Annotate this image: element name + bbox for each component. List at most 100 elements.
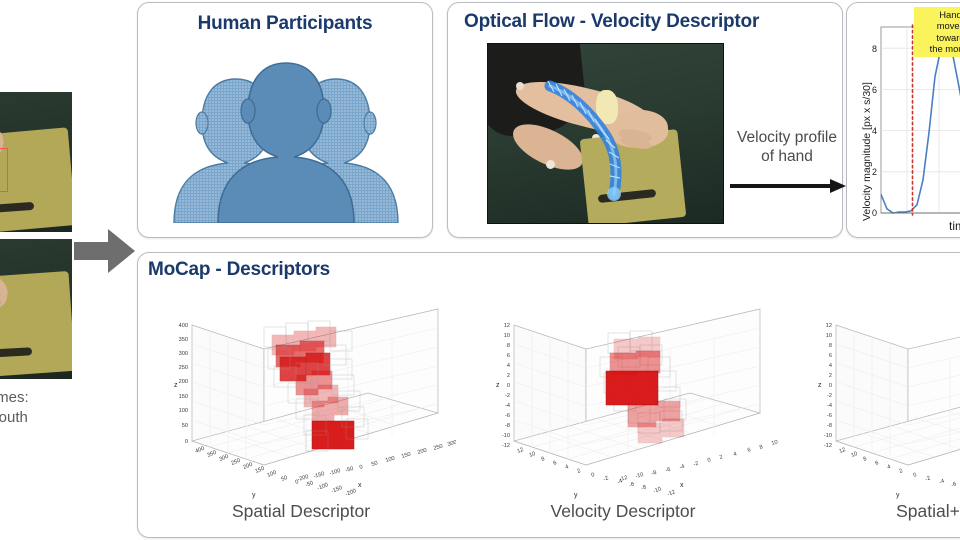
svg-text:150: 150 [255, 466, 266, 475]
svg-text:-50: -50 [345, 466, 354, 474]
sample-frames-caption: mple frames: wards mouth [0, 388, 72, 428]
svg-text:150: 150 [179, 394, 188, 400]
svg-text:-2: -2 [505, 393, 510, 399]
svg-text:-150: -150 [313, 471, 325, 480]
svg-text:4: 4 [887, 464, 892, 471]
plot-spatial-descriptor: 400 350 300 250 200 150 100 50 0 z 400 3… [174, 308, 456, 499]
svg-text:-2: -2 [603, 475, 610, 482]
panel-d-title: MoCap - Descriptors [148, 259, 331, 280]
svg-text:200: 200 [179, 379, 188, 385]
axis-y-ticks: 12 10 8 6 4 2 0 -2 -4 -6 -8 -10 -12 [839, 447, 958, 489]
cutting-board [0, 127, 72, 232]
optical-flow-video-frame [487, 43, 724, 224]
svg-text:0: 0 [872, 208, 877, 218]
axis-x-ticks: -12 -10 -8 -6 -4 -2 0 2 4 6 8 10 [619, 439, 778, 482]
svg-text:250: 250 [179, 365, 188, 371]
svg-text:-4: -4 [505, 403, 510, 409]
svg-text:250: 250 [231, 458, 242, 467]
svg-text:-8: -8 [651, 470, 657, 477]
three-people-silhouette-icon [173, 62, 399, 223]
svg-text:100: 100 [267, 470, 278, 479]
svg-text:10: 10 [826, 333, 832, 339]
velocity-chart-svg: 0 2 4 6 8 [872, 24, 960, 218]
svg-text:300: 300 [447, 440, 456, 448]
svg-text:400: 400 [179, 323, 188, 329]
svg-text:300: 300 [219, 454, 230, 463]
axis-z-label: z [818, 382, 822, 389]
annot1-line4: the mouth [929, 43, 960, 55]
svg-text:-6: -6 [665, 467, 671, 474]
svg-text:12: 12 [504, 323, 510, 329]
svg-text:50: 50 [281, 475, 289, 483]
svg-text:0: 0 [507, 383, 510, 389]
svg-text:-6: -6 [951, 481, 958, 488]
plot-1-label: Spatial Descriptor [231, 501, 371, 521]
svg-text:-10: -10 [635, 472, 644, 480]
velocity-curve [880, 42, 960, 214]
svg-text:4: 4 [565, 464, 570, 471]
svg-text:2: 2 [577, 468, 582, 475]
axis-z-label: z [496, 382, 500, 389]
svg-text:350: 350 [207, 450, 218, 459]
svg-text:-8: -8 [505, 423, 510, 429]
axis-y-label: y [252, 492, 256, 499]
mocap-marker [546, 160, 555, 169]
svg-text:0: 0 [591, 472, 596, 479]
svg-text:2: 2 [899, 468, 904, 475]
svg-text:-10: -10 [824, 433, 832, 439]
svg-text:4: 4 [872, 126, 877, 136]
svg-text:-100: -100 [317, 482, 330, 492]
sample-frame-grasp [0, 92, 72, 232]
svg-text:2: 2 [872, 167, 877, 177]
axis-z-label: z [174, 382, 178, 389]
svg-text:-6: -6 [827, 413, 832, 419]
svg-text:12: 12 [517, 447, 525, 455]
svg-text:-2: -2 [925, 475, 932, 482]
svg-text:-12: -12 [824, 443, 832, 449]
svg-text:-8: -8 [641, 484, 648, 491]
svg-text:-2: -2 [827, 393, 832, 399]
svg-text:-50: -50 [305, 480, 315, 489]
axis-y-ticks: 400 350 300 250 200 150 100 50 0 -50 -10… [195, 446, 358, 498]
svg-text:8: 8 [507, 343, 510, 349]
arrow-text-line-1: Velocity profile [737, 129, 837, 146]
right-arrow-icon [730, 179, 846, 193]
axis-y-label: y [574, 492, 578, 499]
panel-mocap-descriptors: MoCap - Descriptors [137, 252, 960, 538]
svg-text:6: 6 [875, 460, 880, 467]
svg-text:-12: -12 [619, 475, 628, 483]
svg-text:0: 0 [707, 457, 712, 464]
svg-text:6: 6 [507, 353, 510, 359]
annot1-line2: moves [936, 20, 960, 32]
svg-text:8: 8 [872, 44, 877, 54]
panel-optical-flow: Optical Flow - Velocity Descriptor [447, 2, 846, 238]
panel-b-title: Optical Flow - Velocity Descriptor [464, 11, 760, 32]
plot-velocity-descriptor: 12 10 8 6 4 2 0 -2 -4 -6 -8 -10 -12 z 12… [496, 308, 778, 499]
svg-text:-4: -4 [827, 403, 832, 409]
svg-text:-8: -8 [827, 423, 832, 429]
svg-text:0: 0 [359, 464, 364, 471]
sample-frames-column: mple frames: wards mouth [0, 92, 72, 428]
svg-text:-150: -150 [331, 485, 344, 495]
arrow-text-line-2: of hand [761, 148, 813, 165]
svg-text:2: 2 [507, 373, 510, 379]
svg-text:0: 0 [913, 472, 918, 479]
axis-x-ticks: -200 -150 -100 -50 0 50 100 150 200 250 … [297, 440, 456, 483]
svg-text:6: 6 [747, 447, 752, 454]
svg-text:350: 350 [179, 337, 188, 343]
svg-text:8: 8 [829, 343, 832, 349]
svg-text:12: 12 [839, 447, 847, 455]
svg-text:10: 10 [504, 333, 510, 339]
svg-text:-12: -12 [502, 443, 510, 449]
svg-text:-4: -4 [617, 478, 624, 485]
svg-text:400: 400 [195, 446, 206, 455]
svg-text:-12: -12 [667, 489, 677, 498]
velocity-profile-label: Velocity profile of hand [727, 128, 847, 166]
svg-text:-4: -4 [939, 478, 946, 485]
svg-text:-2: -2 [693, 461, 699, 468]
roi-highlight-box [0, 148, 8, 192]
svg-text:8: 8 [863, 456, 868, 463]
food-item [596, 90, 618, 124]
svg-text:6: 6 [553, 460, 558, 467]
sample-frame-motion [0, 239, 72, 379]
